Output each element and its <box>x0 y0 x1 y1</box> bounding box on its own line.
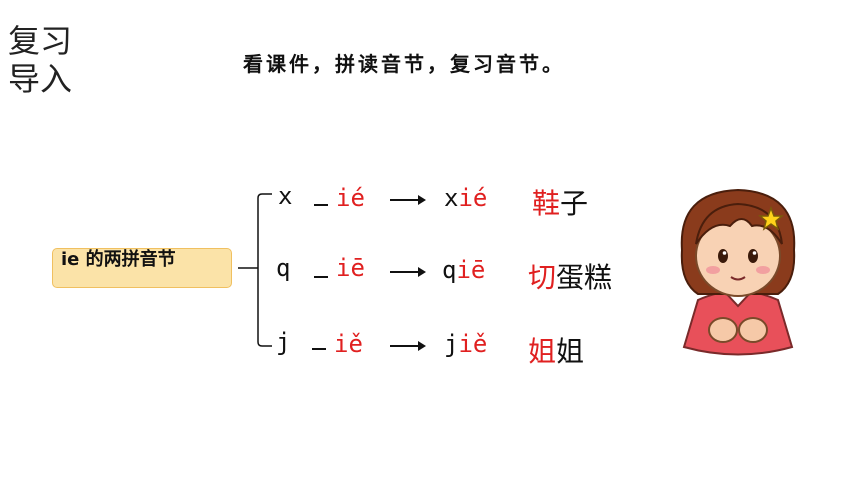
syllable-initial: q <box>442 256 457 284</box>
syllable-qie: qiē <box>442 256 485 284</box>
syllable-xie: xié <box>444 184 487 212</box>
initial-q: q <box>276 254 291 282</box>
syllable-initial: x <box>444 184 459 212</box>
section-title: 复习导入 <box>8 22 73 98</box>
word-rest: 姐 <box>556 335 585 368</box>
instruction-text: 看课件，拼读音节，复习音节。 <box>243 52 565 76</box>
word-highlight: 姐 <box>528 335 557 368</box>
initial-x: x <box>278 182 293 210</box>
initial-j: j <box>276 328 291 356</box>
star-icon <box>757 205 785 231</box>
word-highlight: 鞋 <box>532 187 561 220</box>
arrow-icon <box>390 341 426 351</box>
dash <box>312 348 326 350</box>
word-rest: 蛋糕 <box>556 261 613 294</box>
final-ie-2: ié <box>336 184 365 212</box>
girl-character-illustration <box>680 188 796 356</box>
syllable-jie: jiě <box>444 330 487 358</box>
word-jiejie: 姐姐 <box>528 330 584 370</box>
dash <box>314 204 328 206</box>
word-xiezi: 鞋子 <box>532 182 588 222</box>
syllable-initial: j <box>444 330 459 358</box>
word-qiedangao: 切蛋糕 <box>528 256 612 296</box>
syllable-final: ié <box>458 184 488 212</box>
final-ie-1: iē <box>336 254 365 282</box>
syllable-final: iē <box>456 256 486 284</box>
topic-label: ie 的两拼音节 <box>52 248 232 288</box>
dash <box>314 276 328 278</box>
syllable-final: iě <box>458 330 488 358</box>
arrow-icon <box>390 195 426 205</box>
arrow-icon <box>390 267 426 277</box>
final-ie-3: iě <box>334 330 363 358</box>
word-highlight: 切 <box>528 261 557 294</box>
word-rest: 子 <box>560 187 589 220</box>
